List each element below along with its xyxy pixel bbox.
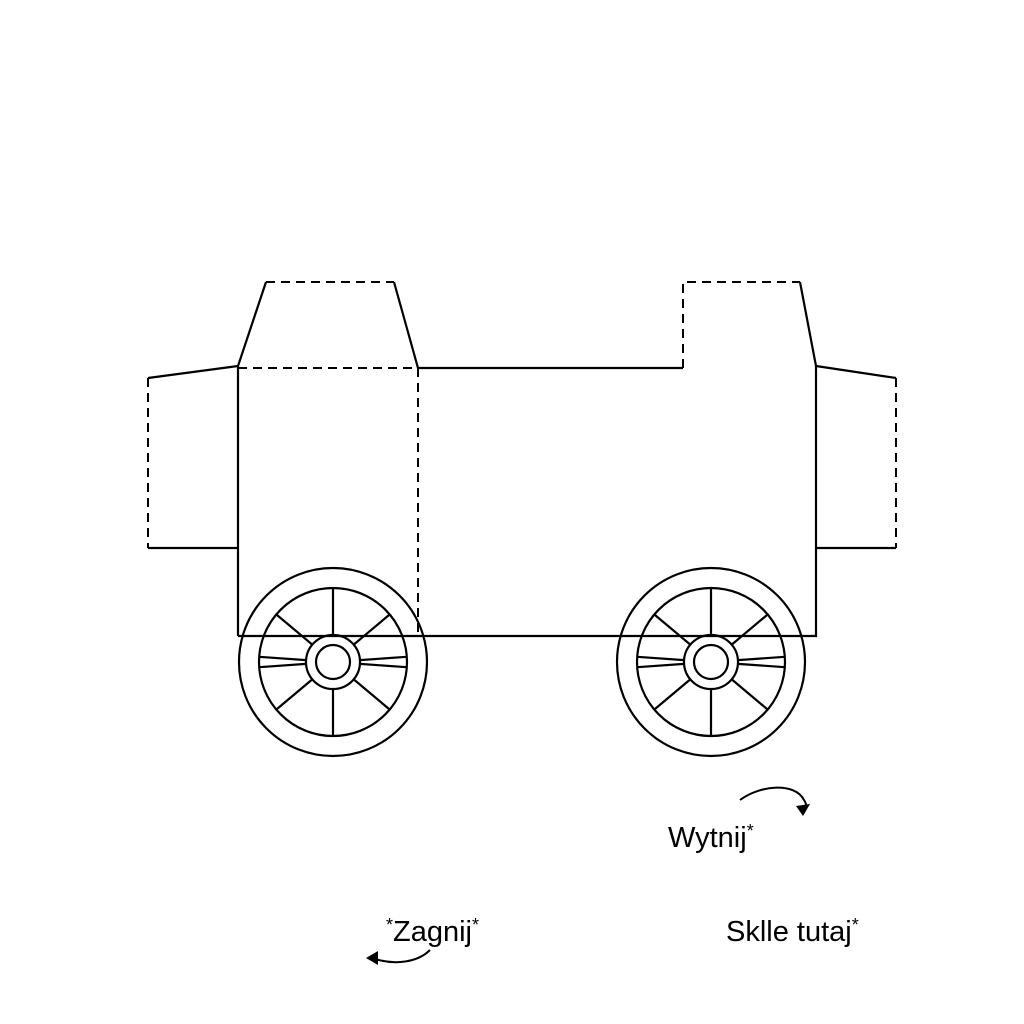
cut-curved-arrow-icon	[739, 786, 810, 816]
glue-label-text: Sklle tutaj	[726, 916, 852, 948]
cut-label-text: Wytnij	[668, 822, 747, 854]
fold-label-prefix: *	[386, 915, 394, 935]
glue-label: Sklle tutaj*	[726, 916, 859, 947]
right-wheel-icon	[615, 566, 807, 758]
wagon-body-outline	[236, 281, 818, 638]
right-flap-solid	[815, 364, 897, 550]
left-flap-solid	[147, 364, 239, 550]
fold-label: *Zagnij*	[386, 916, 479, 947]
right-top-tab-fold	[682, 281, 800, 368]
cut-label-asterisk: *	[746, 821, 754, 841]
fold-label-text: Zagnij	[393, 916, 473, 948]
cut-label: Wytnij*	[668, 822, 754, 853]
fold-label-asterisk: *	[472, 915, 480, 935]
glue-label-asterisk: *	[851, 915, 859, 935]
fold-curved-arrow-icon	[366, 949, 431, 965]
left-wheel-icon	[237, 566, 429, 758]
